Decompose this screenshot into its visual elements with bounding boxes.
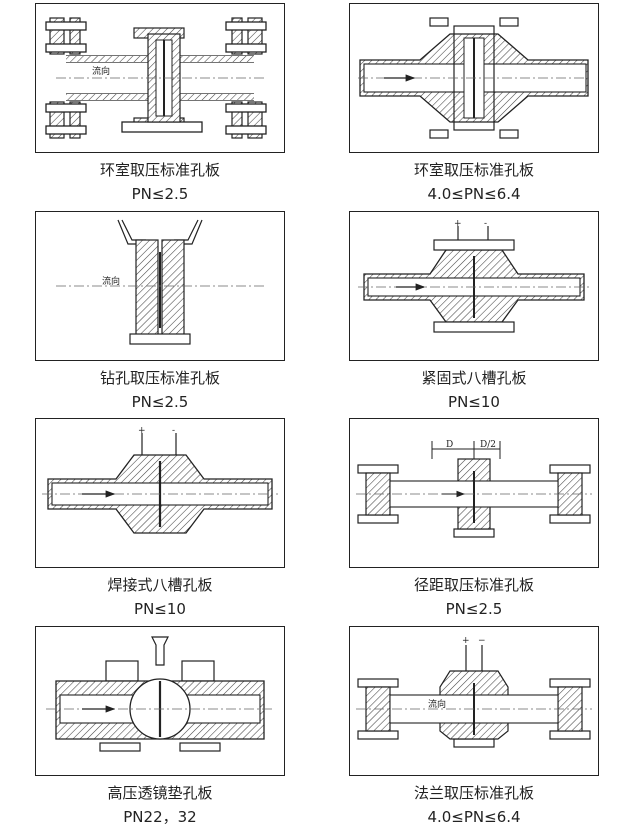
pressure-rating: PN≤2.5 — [131, 185, 189, 203]
diagram-cell-clamp-eight-groove: + - 紧固式八槽孔板 PN≤10 — [349, 211, 599, 411]
clamp-eight-groove-orifice-drawing: + - — [358, 219, 590, 333]
plus-tap-label: + — [138, 426, 146, 436]
upstream-distance-label: D — [446, 440, 453, 450]
pressure-rating: PN≤2.5 — [131, 393, 189, 411]
orifice-drawing-frame: + - — [35, 418, 285, 568]
pressure-rating: PN≤10 — [134, 600, 186, 618]
pressure-rating: 4.0≤PN≤6.4 — [427, 808, 521, 826]
flow-direction-label: 流向 — [428, 698, 446, 710]
radius-tap-orifice-drawing: D D/2 — [356, 440, 592, 538]
diagram-cell-ring-chamber-low: 流向 环室取压标准孔板 PN≤2.5 — [35, 3, 285, 203]
diagram-cell-flange-tap: + − 流向 法兰取压标准孔板 4.0≤PN≤6.4 — [349, 626, 599, 826]
downstream-distance-label: D/2 — [480, 440, 496, 450]
plus-tap-label: + — [454, 219, 462, 229]
pressure-rating: PN≤10 — [448, 393, 500, 411]
ring-chamber-hp-orifice-drawing — [358, 17, 590, 139]
orifice-title: 环室取压标准孔板 — [413, 161, 534, 179]
minus-tap-label: - — [484, 219, 487, 229]
diagram-cell-ring-chamber-high: 环室取压标准孔板 4.0≤PN≤6.4 — [349, 3, 599, 203]
plus-tap-label: + — [462, 636, 470, 646]
orifice-title: 紧固式八槽孔板 — [421, 369, 527, 387]
orifice-title: 高压透镜垫孔板 — [107, 784, 213, 802]
diagram-cell-high-pressure-lens: 高压透镜垫孔板 PN22，32 — [35, 626, 285, 826]
orifice-title: 焊接式八槽孔板 — [107, 576, 213, 594]
orifice-drawing-frame: + − 流向 — [349, 626, 599, 776]
diagram-cell-drilled-tap: 流向 钻孔取压标准孔板 PN≤2.5 — [35, 211, 285, 411]
orifice-title: 环室取压标准孔板 — [99, 161, 220, 179]
diagram-cell-welded-eight-groove: + - 焊接式八槽孔板 PN≤10 — [35, 418, 285, 618]
drilled-tap-orifice-drawing: 流向 — [56, 219, 264, 345]
flow-direction-label: 流向 — [92, 65, 110, 77]
minus-tap-label: − — [478, 636, 486, 646]
orifice-title: 径距取压标准孔板 — [413, 576, 534, 594]
pressure-rating: PN22，32 — [123, 808, 197, 826]
orifice-drawing-frame: D D/2 — [349, 418, 599, 568]
orifice-drawing-frame: 流向 — [35, 211, 285, 361]
flange-tap-orifice-drawing: + − 流向 — [356, 636, 592, 748]
flow-direction-label: 流向 — [102, 275, 120, 287]
pressure-rating: PN≤2.5 — [445, 600, 503, 618]
orifice-title: 法兰取压标准孔板 — [413, 784, 534, 802]
minus-tap-label: - — [172, 426, 175, 436]
orifice-drawing-frame — [349, 3, 599, 153]
orifice-title: 钻孔取压标准孔板 — [99, 369, 220, 387]
orifice-drawing-frame: + - — [349, 211, 599, 361]
orifice-drawing-frame — [35, 626, 285, 776]
high-pressure-lens-orifice-drawing — [46, 636, 274, 752]
orifice-drawing-frame: 流向 — [35, 3, 285, 153]
diagram-cell-radius-tap: D D/2 径距取压标准孔板 PN≤2.5 — [349, 418, 599, 618]
welded-eight-groove-orifice-drawing: + - — [42, 426, 278, 534]
pressure-rating: 4.0≤PN≤6.4 — [427, 185, 521, 203]
ring-chamber-orifice-drawing: 流向 — [45, 17, 267, 139]
